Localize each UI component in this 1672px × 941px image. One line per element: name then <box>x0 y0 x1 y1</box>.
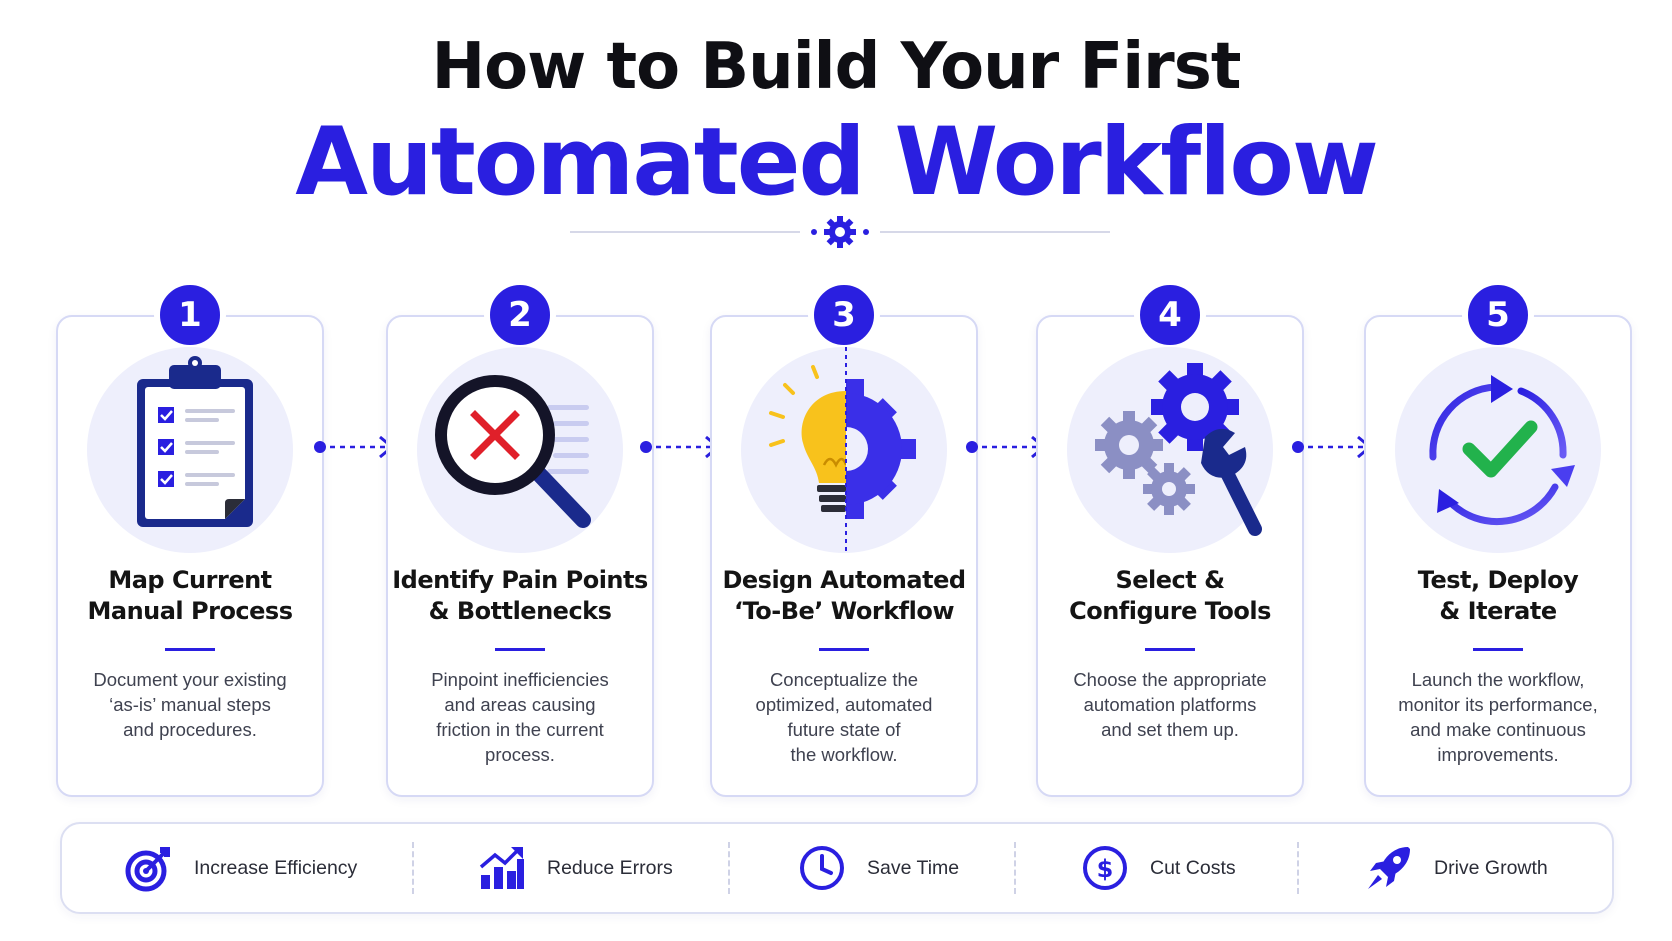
step-card-5: 5 Test, Deploy & Iterate Launch the work… <box>1364 279 1632 797</box>
step-title-underline <box>495 648 545 651</box>
step-title-underline <box>819 648 869 651</box>
dollar-icon: $ <box>1083 846 1127 890</box>
step-number-badge: 3 <box>808 279 880 351</box>
benefit-label: Save Time <box>867 856 960 879</box>
step-title-underline <box>1145 648 1195 651</box>
step-number-badge: 5 <box>1462 279 1534 351</box>
clipboard-checklist-icon <box>137 356 253 527</box>
benefit-label: Drive Growth <box>1434 856 1548 879</box>
svg-text:$: $ <box>1097 855 1114 883</box>
step-title: Select & Configure Tools <box>1069 566 1271 625</box>
step-title-underline <box>165 648 215 651</box>
step-card-3: 3 Design Automated ‘To-Be’ Workflow Conc… <box>710 279 978 797</box>
benefits-bar: Increase Efficiency Reduce Errors Save T… <box>60 822 1614 914</box>
benefit-save-time: Save Time <box>797 824 959 912</box>
benefit-label: Increase Efficiency <box>194 856 358 879</box>
benefit-label: Cut Costs <box>1150 856 1236 879</box>
step-card-4: 4 <box>1036 279 1304 797</box>
step-card-1: 1 Map Current Manual Process Document yo… <box>56 279 324 797</box>
step-number-badge: 1 <box>154 279 226 351</box>
benefit-cut-costs: $ Cut Costs <box>1080 824 1236 912</box>
benefit-increase-efficiency: Increase Efficiency <box>124 824 357 912</box>
step-description: Launch the workflow, monitor its perform… <box>1398 669 1598 765</box>
title-divider <box>570 216 1110 248</box>
step-title-underline <box>1473 648 1523 651</box>
clock-icon <box>800 846 844 890</box>
magnifier-error-icon <box>435 375 591 528</box>
gear-icon <box>824 216 856 248</box>
step-title: Identify Pain Points & Bottlenecks <box>392 566 648 625</box>
gears-wrench-icon <box>1095 363 1262 536</box>
step-number-badge: 2 <box>484 279 556 351</box>
step-title: Test, Deploy & Iterate <box>1417 566 1579 625</box>
cycle-check-icon <box>1429 375 1575 526</box>
benefit-drive-growth: Drive Growth <box>1364 824 1548 912</box>
lightbulb-gear-icon <box>769 347 916 552</box>
step-description: Conceptualize the optimized, automated f… <box>755 669 933 765</box>
title-line-2: Automated Workflow <box>295 108 1379 217</box>
rocket-icon <box>1368 847 1410 889</box>
step-title: Map Current Manual Process <box>87 566 293 625</box>
title-line-1: How to Build Your First <box>431 30 1242 104</box>
step-card-2: 2 Identify Pain Points & Bottlenecks Pin… <box>386 279 654 797</box>
step-description: Choose the appropriate automation platfo… <box>1073 669 1267 740</box>
chart-up-icon <box>479 847 524 889</box>
step-description: Pinpoint inefficiencies and areas causin… <box>431 669 609 765</box>
step-title: Design Automated ‘To-Be’ Workflow <box>722 566 966 625</box>
benefit-label: Reduce Errors <box>547 856 673 879</box>
benefit-reduce-errors: Reduce Errors <box>477 824 673 912</box>
step-description: Document your existing ‘as-is’ manual st… <box>93 669 287 740</box>
target-arrow-icon <box>125 847 170 892</box>
